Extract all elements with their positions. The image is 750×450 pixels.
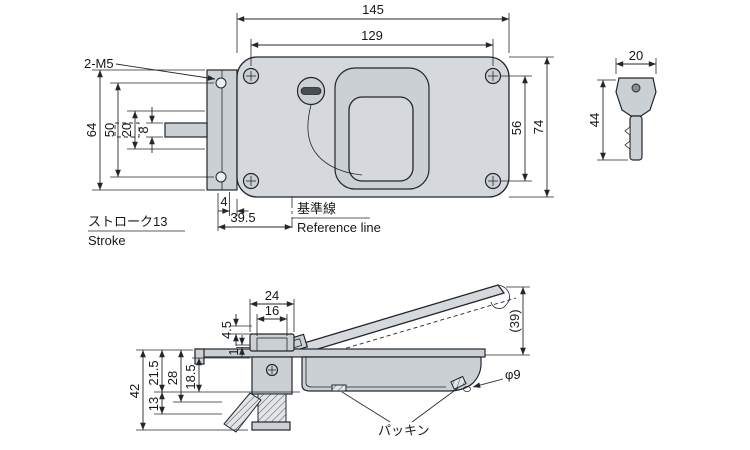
recess-contour [307, 104, 363, 176]
dim-bracket-hole-span: 50 [102, 82, 214, 178]
bracket-hole-bottom [215, 171, 227, 183]
stroke-label-jp: ストローク13 [88, 214, 167, 229]
dim-8-text: 8 [136, 126, 151, 133]
dim-lip-gap: 4.5 [219, 314, 252, 346]
hole-callout-text: φ9 [505, 367, 521, 382]
dim-4-5-text: 4.5 [219, 321, 234, 339]
plan-view: 145 129 2-M5 64 50 [84, 2, 554, 248]
dim-13-text: 13 [146, 397, 161, 411]
pan-body [301, 356, 482, 392]
thread-callout: 2-M5 [84, 56, 216, 81]
key-blade [629, 115, 643, 161]
dim-slot-height: 20 [119, 110, 205, 150]
actuator-rod [164, 122, 208, 138]
drain-hole [463, 386, 471, 392]
corner-screw-top-left [242, 67, 260, 85]
dim-1-text: 1 [226, 348, 241, 355]
key-head-hole [631, 83, 641, 93]
dim-plate-height: 74 [509, 56, 554, 198]
dim-flange-offset: 4 [218, 192, 249, 216]
dim-129-text: 129 [361, 28, 383, 43]
spring-section [257, 393, 287, 423]
dim-39-text: (39) [507, 309, 522, 332]
corner-screw-bottom-left [242, 172, 260, 190]
gasket-left [331, 384, 347, 392]
handle-tip-curl [490, 284, 510, 309]
dim-20-text: 20 [119, 123, 134, 137]
dim-edge: 1 [226, 335, 250, 357]
dim-ref-offset: 39.5 [217, 193, 293, 231]
dim-top-inner: 16 [256, 303, 288, 336]
dim-145-text: 145 [362, 2, 384, 17]
dim-overall-width: 145 [236, 2, 510, 53]
dim-28-text: 28 [165, 371, 180, 385]
dim-depth-13: 13 [146, 392, 165, 414]
dim-rod-height: 8 [136, 107, 163, 153]
dim-56-text: 56 [509, 121, 524, 135]
key-view: 20 44 [587, 48, 657, 161]
pan-inner-line [305, 357, 446, 388]
dim-39-5-text: 39.5 [230, 210, 255, 225]
dim-50-text: 50 [102, 123, 117, 137]
thread-callout-text: 2-M5 [84, 56, 114, 71]
stroke-label: ストローク13 Stroke [88, 214, 185, 248]
key-notch-2 [624, 140, 631, 150]
corner-screw-top-right [484, 67, 502, 85]
gasket-right [450, 375, 467, 390]
packing-label-text: パッキン [378, 423, 430, 438]
button-inner [256, 337, 288, 352]
dim-64-text: 64 [84, 123, 99, 137]
reference-line-en: Reference line [297, 220, 381, 235]
dim-key-20-text: 20 [629, 48, 643, 63]
corner-screw-bottom-right [484, 172, 502, 190]
pawl-section [223, 392, 262, 433]
dim-18-5-text: 18.5 [183, 364, 198, 389]
dim-depth-18-5: 18.5 [183, 358, 202, 392]
dim-44-text: 44 [587, 113, 602, 127]
stroke-label-en: Stroke [88, 233, 126, 248]
side-view: 24 16 4.5 1 (39) [127, 284, 530, 438]
dim-key-head-width: 20 [615, 48, 657, 74]
key-notch-1 [624, 126, 631, 136]
reference-line-label: 基準線 Reference line [292, 201, 381, 235]
dim-16-text: 16 [265, 303, 279, 318]
packing-callout: パッキン [341, 387, 459, 438]
dim-open-height: (39) [485, 286, 530, 356]
dim-42-text: 42 [127, 384, 142, 398]
keyhole-slot [300, 87, 322, 95]
dim-21-5-text: 21.5 [146, 360, 161, 385]
dim-4-text: 4 [220, 194, 227, 209]
dim-24-text: 24 [265, 288, 279, 303]
dim-74-text: 74 [531, 120, 546, 134]
dim-depth-28: 28 [165, 350, 184, 402]
dim-hole-span-width: 129 [250, 28, 494, 66]
handle-grip [348, 96, 414, 182]
dim-plate-hole-span: 56 [501, 75, 532, 182]
dim-top-outer: 24 [249, 288, 295, 332]
frame-left-end [194, 348, 205, 365]
dim-key-length: 44 [587, 79, 628, 161]
reference-line-jp: 基準線 [297, 201, 336, 216]
dim-bracket-height: 64 [84, 69, 205, 191]
hole-callout: φ9 [472, 367, 521, 388]
bottom-cap [251, 421, 291, 431]
rod-stroke-ghost [114, 122, 140, 138]
dim-total-depth: 42 [127, 350, 146, 430]
dim-depth-21-5: 21.5 [146, 350, 165, 392]
bracket-hole-top [215, 77, 227, 89]
